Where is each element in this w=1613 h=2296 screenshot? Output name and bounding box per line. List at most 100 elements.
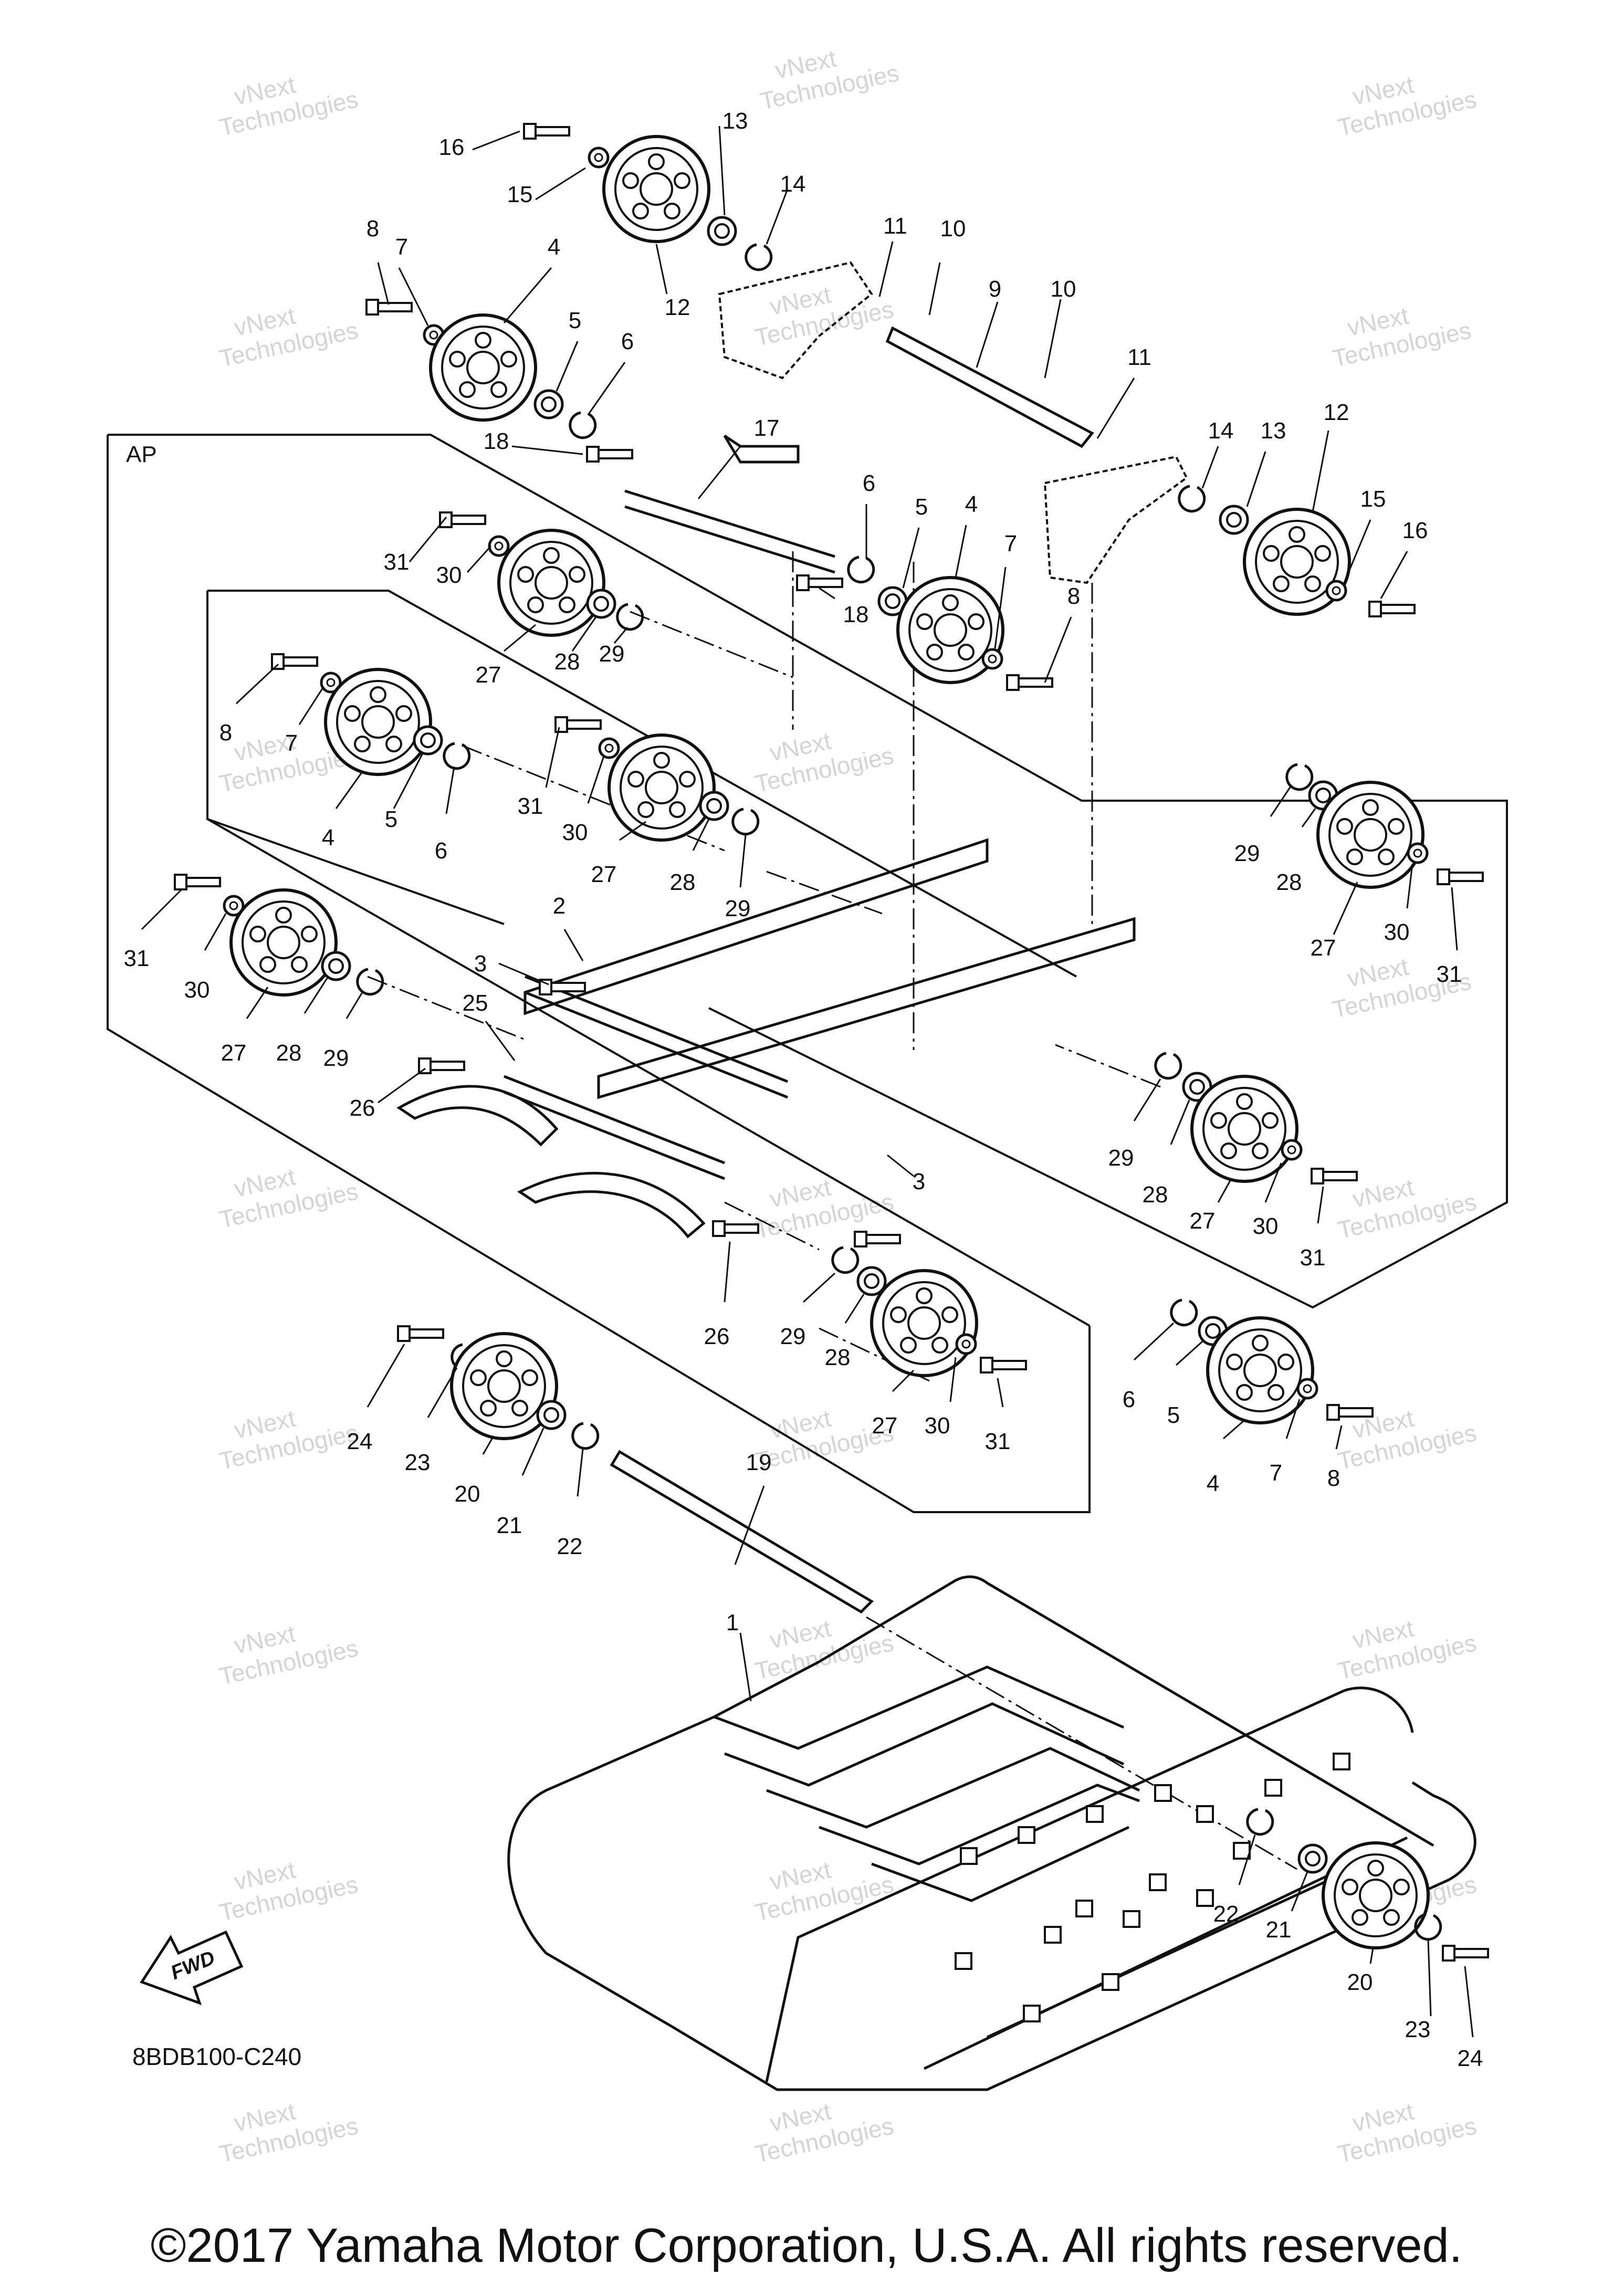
- callout-number: 28: [1143, 1182, 1168, 1208]
- callout-number: 27: [872, 1413, 898, 1439]
- callout-number: 5: [1167, 1402, 1180, 1428]
- callout-number: 20: [455, 1481, 480, 1507]
- callout-number: 20: [1347, 1969, 1373, 1995]
- callout-number: 27: [1190, 1208, 1216, 1234]
- callout-number: 21: [497, 1513, 522, 1538]
- callout-number: 16: [1402, 518, 1428, 543]
- callout-number: 6: [435, 838, 447, 864]
- callout-number: 3: [913, 1169, 925, 1194]
- callout-number: 26: [350, 1095, 375, 1121]
- callout-number: 27: [221, 1040, 247, 1066]
- callout-number: 28: [1276, 869, 1302, 895]
- callout-number: 8: [1067, 583, 1080, 609]
- callout-number: 21: [1266, 1917, 1292, 1943]
- callout-number: 28: [276, 1040, 302, 1066]
- callout-number: 28: [670, 869, 696, 895]
- callout-number: 31: [124, 946, 150, 971]
- callout-number: 7: [285, 730, 298, 756]
- callout-number: 23: [1405, 2017, 1431, 2042]
- callout-number: 15: [1360, 486, 1386, 512]
- callout-number: 6: [621, 329, 634, 354]
- callout-number: 8: [366, 216, 379, 242]
- callout-number: 12: [665, 295, 690, 320]
- callout-number: 28: [825, 1345, 851, 1370]
- callout-number: 23: [405, 1450, 431, 1475]
- part-code: 8BDB100-C240: [132, 2043, 302, 2070]
- callout-number: 29: [725, 896, 751, 921]
- callout-number: 31: [985, 1429, 1011, 1454]
- callout-number: 16: [439, 134, 465, 160]
- callout-number: 11: [883, 213, 907, 239]
- callout-number: 15: [507, 182, 533, 207]
- callout-number: 25: [463, 990, 488, 1016]
- callout-number: 27: [476, 662, 501, 688]
- callout-number: 29: [323, 1045, 349, 1071]
- callout-number: 29: [1234, 841, 1260, 866]
- parts: [174, 123, 1489, 1962]
- callout-number: 31: [384, 549, 410, 575]
- callout-number: 7: [1004, 531, 1017, 557]
- callout-number: 12: [1324, 400, 1349, 425]
- callout-number: 7: [1270, 1460, 1282, 1486]
- callout-number: 29: [1108, 1145, 1134, 1171]
- callout-number: 14: [1208, 418, 1234, 444]
- callout-number: 29: [599, 641, 625, 667]
- callout-number: 4: [965, 491, 978, 517]
- callout-number: 31: [518, 793, 543, 819]
- callout-number: 24: [1458, 2046, 1483, 2071]
- callout-number: 1: [726, 1610, 739, 1635]
- callout-number: 11: [1127, 344, 1151, 370]
- callout-number: 2: [553, 893, 565, 919]
- callout-number: 22: [1213, 1901, 1239, 1927]
- brackets: [718, 261, 1188, 584]
- callout-number: 18: [484, 428, 509, 454]
- callout-number: 24: [347, 1429, 373, 1454]
- callout-number: 6: [1123, 1387, 1135, 1412]
- callout-number: 30: [184, 977, 210, 1003]
- callout-number: 17: [754, 415, 780, 441]
- assembly-guides: [367, 551, 1297, 1870]
- callout-number: 4: [1207, 1471, 1219, 1496]
- callout-number: 3: [474, 951, 487, 977]
- callout-number: 5: [569, 308, 581, 333]
- callout-number: 30: [925, 1413, 950, 1439]
- callout-number: 9: [989, 276, 1001, 302]
- callout-number: 29: [780, 1324, 806, 1349]
- callout-number: 7: [395, 234, 408, 260]
- callout-number: 5: [915, 494, 928, 520]
- callout-number: 4: [322, 825, 334, 851]
- assembly-outline: [107, 434, 1508, 1513]
- callout-number: 13: [722, 108, 748, 134]
- callout-number: 8: [219, 720, 232, 746]
- callout-number: 31: [1437, 961, 1462, 987]
- callout-number: 10: [1051, 276, 1076, 302]
- track-cleats: [955, 1753, 1350, 2022]
- callout-number: 27: [591, 862, 617, 887]
- callout-number: 26: [704, 1324, 730, 1349]
- copyright-notice: ©2017 Yamaha Motor Corporation, U.S.A. A…: [150, 2219, 1463, 2272]
- callout-number: 5: [385, 806, 397, 832]
- slide-rails: [396, 326, 1136, 1614]
- callout-number: 14: [780, 171, 806, 197]
- callout-number: 28: [554, 649, 580, 675]
- callout-number: 22: [557, 1534, 583, 1559]
- callout-number: 30: [1253, 1213, 1279, 1239]
- callout-number: 31: [1300, 1245, 1326, 1271]
- callout-number: 30: [562, 820, 588, 845]
- section-label: AP: [126, 442, 157, 467]
- callout-number: 27: [1311, 935, 1336, 961]
- callout-number: 13: [1261, 418, 1286, 444]
- drive-track: [507, 1575, 1476, 2091]
- callout-number: 18: [843, 602, 869, 627]
- callout-number: 10: [940, 216, 966, 242]
- callout-number: 6: [863, 470, 875, 496]
- callout-number: 4: [548, 234, 560, 260]
- callout-number: 19: [746, 1450, 772, 1475]
- callout-number: 30: [1384, 919, 1410, 945]
- fwd-arrow-icon: FWD: [140, 1930, 244, 2006]
- callout-number: 30: [436, 562, 462, 588]
- leader-lines: [141, 125, 1474, 2038]
- callout-number: 8: [1327, 1465, 1340, 1491]
